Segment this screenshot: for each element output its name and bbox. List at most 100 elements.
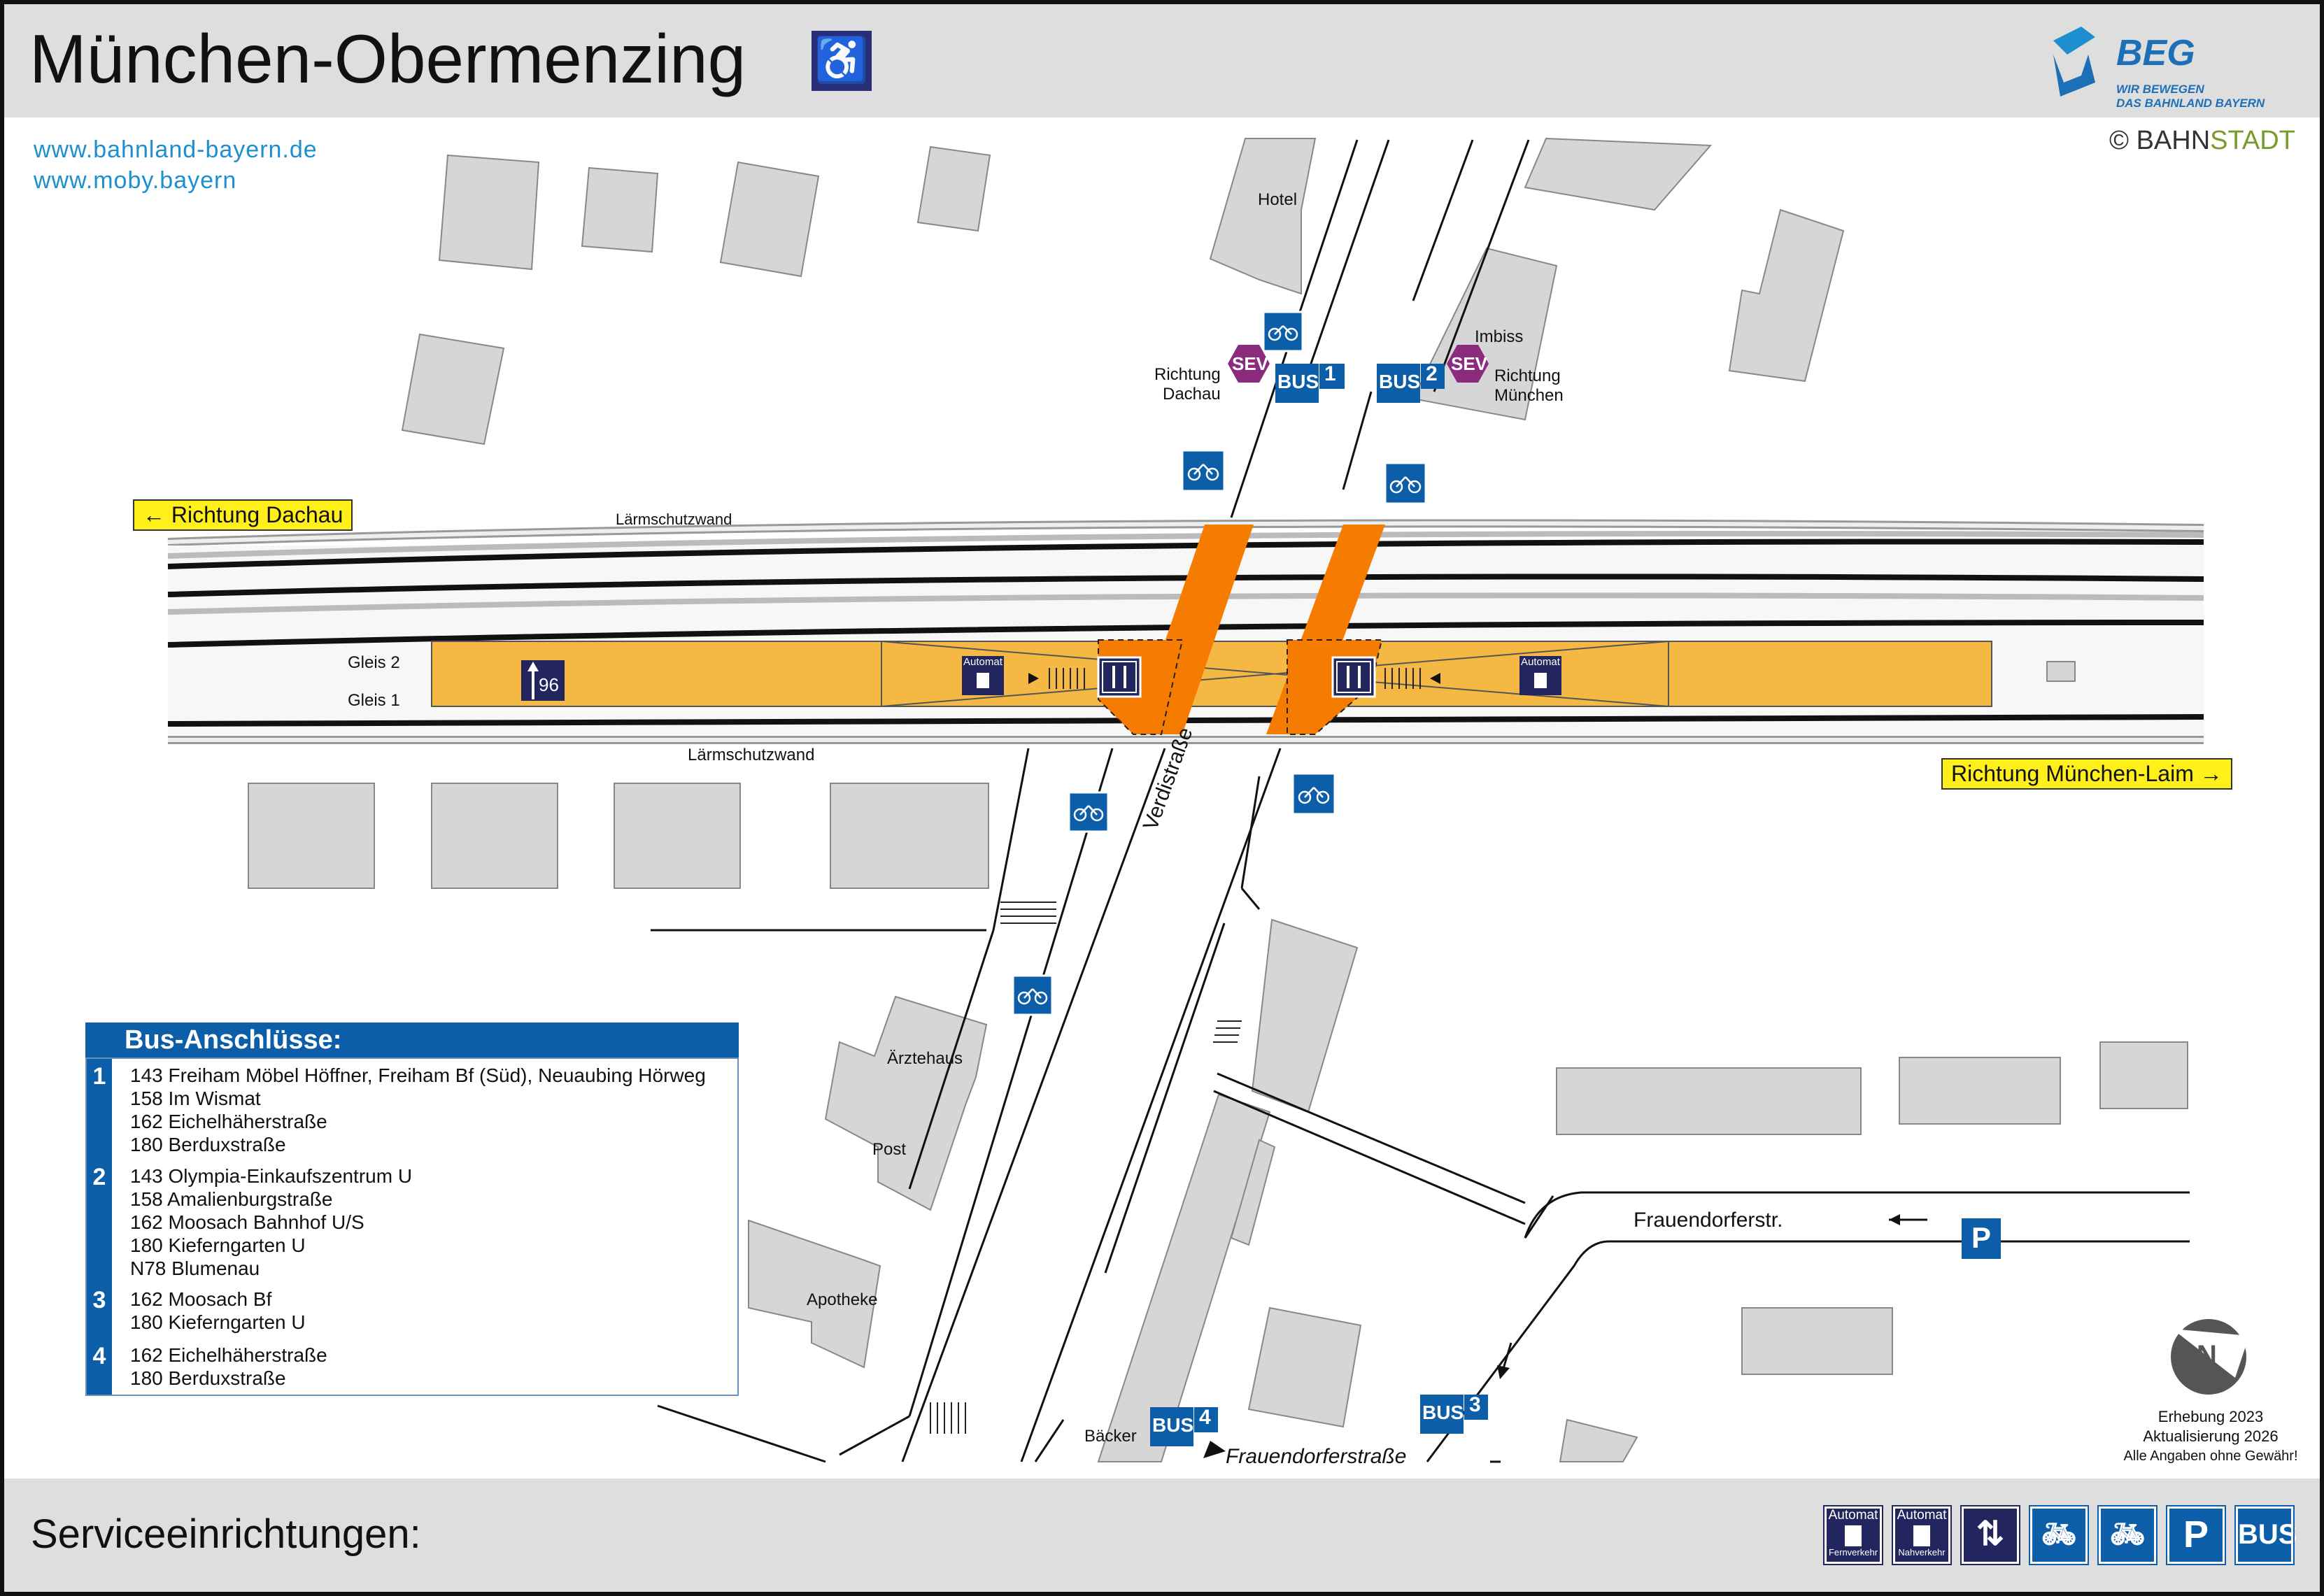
- building: [830, 783, 989, 889]
- compass-north-letter: N: [2197, 1340, 2217, 1371]
- siding: [167, 531, 2204, 615]
- copyright: © BAHNSTADT: [2109, 126, 2295, 155]
- automat-label-east: Automat: [1521, 656, 1560, 668]
- building: [431, 783, 558, 889]
- building-hotel: [1209, 138, 1317, 295]
- label-apotheke: Apotheke: [807, 1290, 878, 1309]
- arrow-up-icon-head: [527, 662, 539, 671]
- beg-logo-icon: [2053, 27, 2095, 97]
- wheelchair-icon: ♿: [812, 31, 872, 91]
- bus-connections-panel: Bus-Anschlüsse: 1 143 Freiham Möbel Höff…: [85, 1023, 739, 1396]
- stairs-up-down-icon-west: [1097, 656, 1142, 698]
- arrow-right-icon: [1430, 673, 1440, 684]
- compass-needle: [2172, 1329, 2249, 1378]
- web-links: www.bahnland-bayern.de www.moby.bayern: [34, 134, 318, 196]
- link-bahnland[interactable]: www.bahnland-bayern.de: [34, 136, 318, 163]
- building: [916, 145, 991, 232]
- building: [1559, 1418, 1638, 1462]
- bus-stop-4-num-box: [1194, 1407, 1218, 1432]
- label-street-frauendorferstrasse: Frauendorferstraße: [1226, 1445, 1407, 1468]
- label-post: Post: [872, 1140, 907, 1159]
- noise-wall-top: [167, 519, 2204, 546]
- one-way-arrow-south-head: [1497, 1365, 1510, 1379]
- bus-label-3: BUS: [1422, 1402, 1464, 1423]
- bus-stop-2-num-box: [1421, 364, 1445, 389]
- building: [1524, 137, 1713, 211]
- label-noise-wall-top: Lärmschutzwand: [616, 511, 732, 528]
- building-apotheke: [748, 1219, 881, 1369]
- bicycle-parking-covered-icon: 🚲︎: [2029, 1505, 2089, 1565]
- bus-stop-1-number: 1: [1324, 362, 1336, 385]
- bus-connections-heading: Bus-Anschlüsse:: [85, 1023, 739, 1057]
- station-title: München-Obermenzing: [29, 20, 746, 97]
- survey-note: Erhebung 2023 Aktualisierung 2026 Alle A…: [2123, 1408, 2298, 1464]
- bus-label-2: BUS: [1379, 371, 1421, 392]
- arrow-left-icon: [1028, 673, 1039, 684]
- bus-connections-list: 1 143 Freiham Möbel Höffner, Freiham Bf …: [85, 1057, 739, 1396]
- label-imbiss: Imbiss: [1475, 327, 1524, 346]
- label-street-frauendorferstr: Frauendorferstr.: [1634, 1209, 1783, 1232]
- building: [1728, 208, 1845, 383]
- buildings: [248, 137, 2188, 1462]
- building: [1899, 1057, 2061, 1125]
- label-noise-wall-bottom: Lärmschutzwand: [688, 746, 815, 764]
- bus-stop-1-num-box: [1319, 364, 1345, 389]
- header-bar: [4, 4, 2320, 117]
- bicycle-icon: [1181, 449, 1226, 492]
- building: [1741, 1307, 1893, 1375]
- bus-stop-4-box: [1150, 1407, 1193, 1446]
- sev-icon-east: [1447, 345, 1489, 383]
- platform-sector-sign: [521, 660, 565, 701]
- link-moby[interactable]: www.moby.bayern: [34, 167, 237, 194]
- bus-label-1: BUS: [1277, 371, 1319, 392]
- platform-roof: [881, 641, 1669, 707]
- building: [438, 154, 540, 271]
- stairs: [930, 668, 1421, 1434]
- services-title: Serviceeinrichtungen:: [31, 1511, 421, 1557]
- direction-east: Richtung München-Laim →: [1941, 758, 2232, 790]
- sev-icon-west: [1228, 345, 1270, 383]
- parking-icon-legend: P: [2166, 1505, 2226, 1565]
- direction-west: ← Richtung Dachau: [133, 499, 353, 531]
- one-way-arrow-south: [1501, 1342, 1512, 1371]
- label-track-2: Gleis 2: [348, 653, 400, 672]
- parking-icon: [1962, 1218, 2001, 1259]
- ticket-machine-long-distance-icon: Automat Fernverkehr: [1823, 1505, 1883, 1565]
- bus-icon-legend: BUS: [2234, 1505, 2297, 1565]
- building-small: [2046, 661, 2076, 682]
- label-baecker: Bäcker: [1084, 1427, 1137, 1446]
- ticket-machine-icon-east: [1519, 656, 1561, 695]
- tracks: [167, 539, 2204, 727]
- label-track-1: Gleis 1: [348, 691, 400, 710]
- sev-label-west: SEV: [1232, 353, 1269, 374]
- beg-logo: BEG WIR BEWEGEN DAS BAHNLAND BAYERN: [2046, 13, 2284, 117]
- sev-label-east: SEV: [1451, 353, 1488, 374]
- building-aerztehaus: [824, 995, 988, 1211]
- parking-label: P: [1971, 1221, 1992, 1254]
- platform: [431, 641, 1992, 707]
- bus-stop-1-box: [1275, 364, 1319, 403]
- bus-stop-3-box: [1420, 1395, 1464, 1434]
- building: [248, 783, 375, 889]
- label-hotel: Hotel: [1258, 190, 1298, 209]
- ticket-machine-icon-west: [962, 656, 1004, 695]
- roads: [651, 139, 2190, 1463]
- bus-stop-4-number: 4: [1199, 1406, 1211, 1429]
- building: [1251, 918, 1359, 1113]
- one-way-arrow-head: [1889, 1214, 1900, 1225]
- stairs-up-down-icon: ⇅: [1960, 1505, 2020, 1565]
- building: [401, 333, 505, 446]
- building-imbiss: [1412, 247, 1558, 421]
- beg-logo-tagline: WIR BEWEGEN DAS BAHNLAND BAYERN: [2116, 83, 2265, 110]
- building: [1247, 1306, 1362, 1428]
- bus-label-4: BUS: [1152, 1414, 1194, 1436]
- bus-stop-3-number: 3: [1469, 1393, 1481, 1416]
- building: [1556, 1067, 1862, 1135]
- bus-stop-2-box: [1377, 364, 1420, 403]
- bus-stop-2-number: 2: [1426, 362, 1438, 385]
- bus-stop-3-num-box: [1464, 1395, 1488, 1420]
- platform-sector-number: 96: [539, 674, 559, 695]
